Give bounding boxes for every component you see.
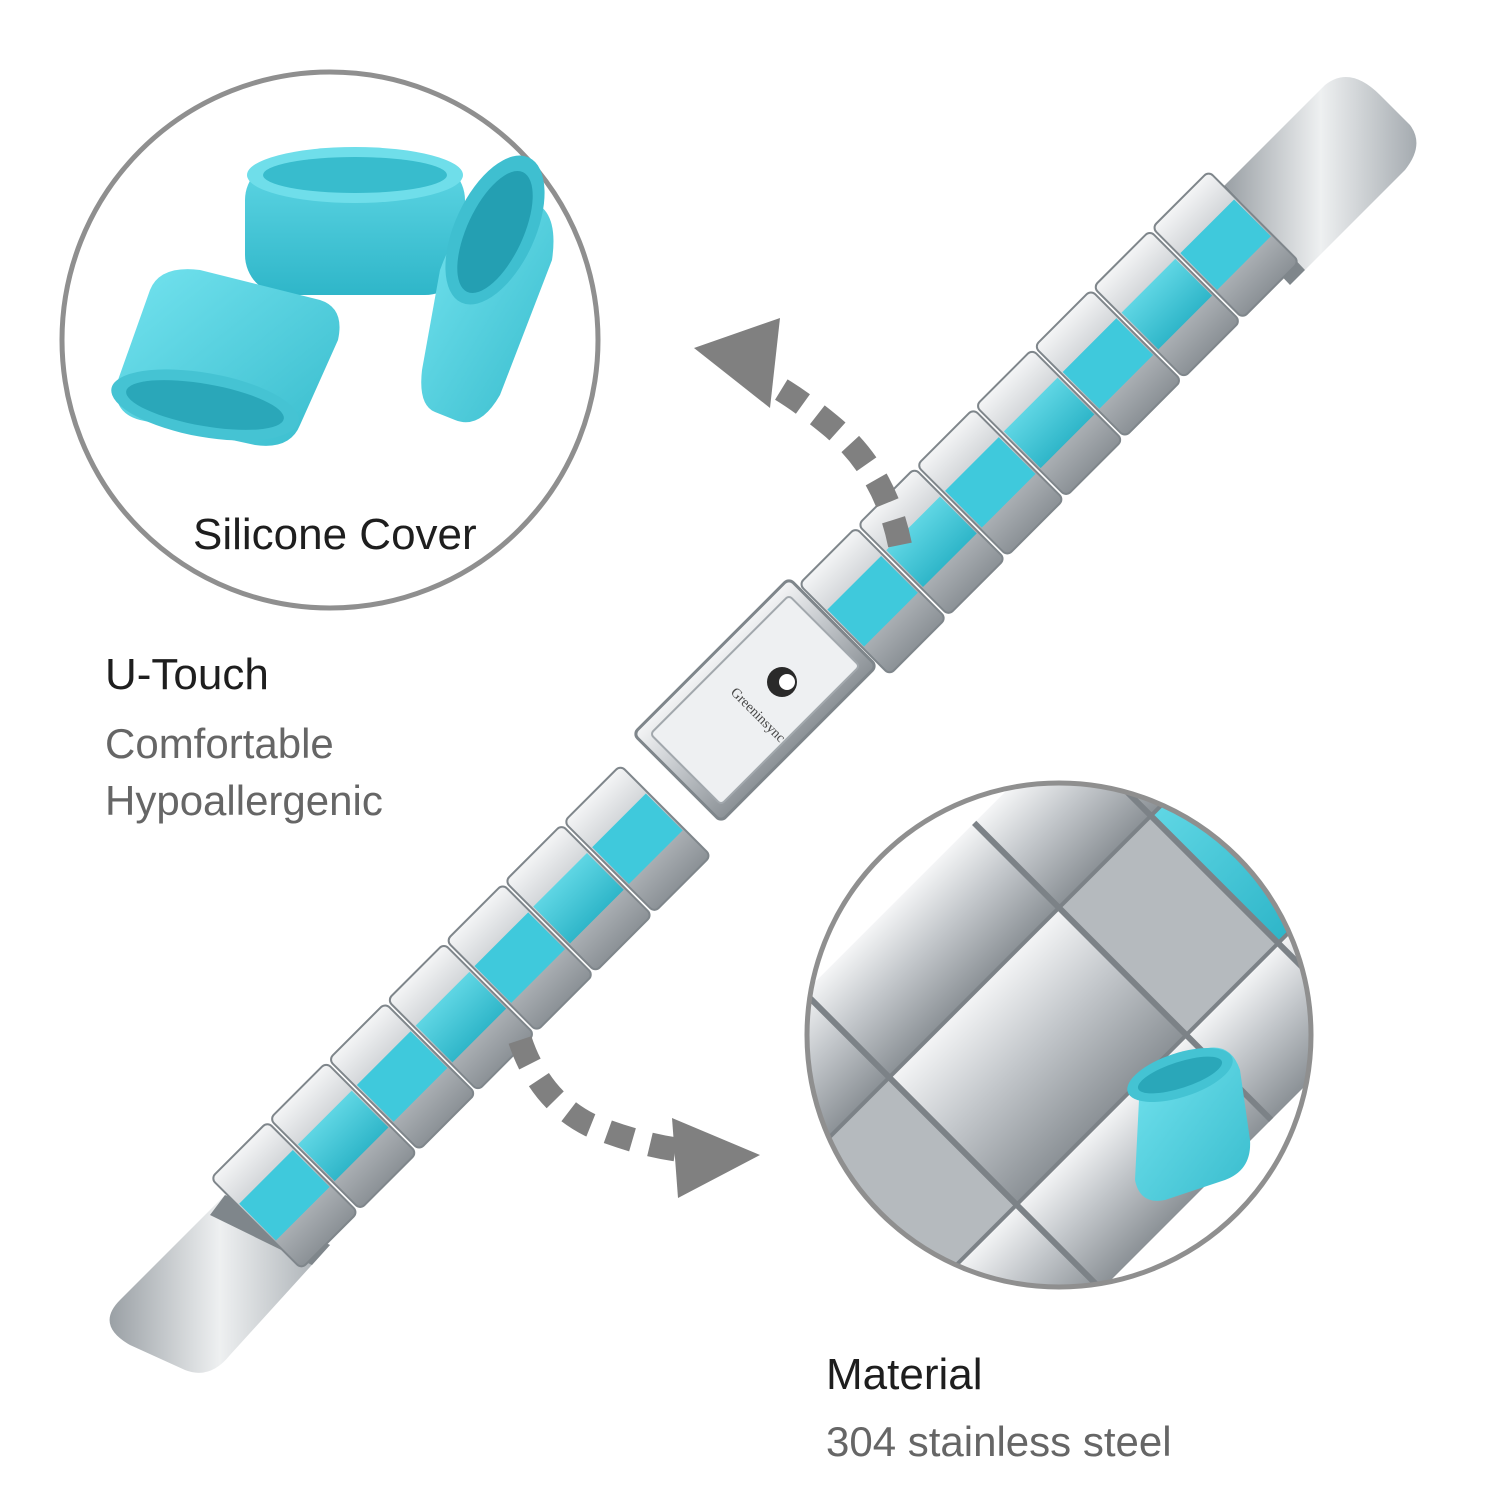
silicone-insert: [415, 971, 507, 1063]
silicone-insert: [533, 852, 624, 944]
silicone-insert: [239, 1150, 330, 1241]
band-link: [1035, 291, 1180, 436]
band-clasp: Greeninsync: [634, 579, 876, 821]
band-link: [800, 529, 945, 674]
silicone-loop-left: [111, 269, 340, 446]
silicone-cover-callout: [59, 69, 601, 611]
band-link: [1153, 172, 1298, 317]
silicone-insert: [945, 437, 1036, 528]
material-title: Material: [826, 1350, 983, 1399]
silicone-insert: [356, 1031, 448, 1122]
utouch-line-hypoallergenic: Hypoallergenic: [105, 777, 383, 824]
band-link: [271, 1063, 416, 1208]
silicone-insert: [827, 555, 918, 647]
band-link: [565, 766, 710, 911]
band-link: [918, 410, 1063, 555]
silicone-insert: [1180, 199, 1271, 290]
band-link: [330, 1004, 475, 1149]
utouch-title: U-Touch: [105, 650, 269, 699]
zoomed-links: [807, 783, 1311, 1287]
band-link: [388, 945, 533, 1090]
band-link: [212, 1123, 357, 1268]
silicone-insert: [592, 793, 683, 885]
silicone-insert: [474, 912, 565, 1003]
material-callout: [804, 780, 1314, 1290]
material-subtitle: 304 stainless steel: [826, 1418, 1172, 1465]
curved-dashed-arrow-up-left-icon: [694, 318, 912, 548]
silicone-insert: [1003, 377, 1095, 469]
band-link: [447, 885, 592, 1030]
band-link: [1094, 232, 1239, 377]
silicone-insert: [297, 1090, 389, 1182]
curved-dashed-arrow-down-right-icon: [508, 1035, 760, 1198]
utouch-line-comfortable: Comfortable: [105, 720, 334, 767]
silicone-insert: [886, 496, 977, 588]
band-link: [977, 350, 1122, 495]
band-links: [212, 172, 1298, 1268]
watch-band: Greeninsync: [109, 77, 1417, 1373]
silicone-loop-single: [1127, 1047, 1251, 1201]
silicone-cover-label: Silicone Cover: [193, 510, 477, 559]
silicone-insert: [1121, 258, 1213, 350]
silicone-insert: [1062, 318, 1154, 409]
silicone-loop-right: [421, 155, 554, 423]
silicone-loop-back: [245, 147, 465, 295]
band-link: [506, 826, 651, 971]
